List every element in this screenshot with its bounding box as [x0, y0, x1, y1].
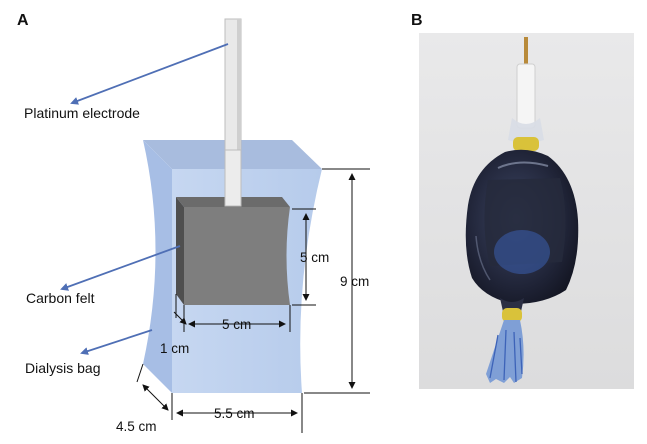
pouch-blue-tint [494, 230, 550, 274]
bottom-tie [502, 308, 522, 322]
panel-b-label: B [411, 12, 423, 29]
felt-height-label: 5 cm [300, 250, 329, 265]
bag-depth-dimension [136, 363, 169, 411]
pouch-highlight [497, 161, 549, 169]
felt-left-face [176, 197, 184, 305]
bag-height-label: 9 cm [340, 274, 369, 289]
pouch-highlight-2 [475, 235, 491, 281]
carbon-felt [176, 197, 290, 305]
electrode-lower-segment [224, 149, 242, 207]
panel-a-label: A [17, 12, 29, 29]
felt-callout-line [60, 245, 181, 291]
electrode-tube [516, 63, 536, 129]
felt-depth-dimension [173, 294, 187, 325]
bag-neck-wrap [508, 118, 544, 143]
bag-callout-line [80, 329, 153, 355]
top-tie [513, 137, 539, 151]
electrode-callout-line [70, 43, 229, 105]
bag-width-dimension [171, 393, 303, 433]
felt-depth-label: 1 cm [160, 341, 189, 356]
bag-depth-label: 4.5 cm [116, 419, 157, 434]
photograph [419, 33, 634, 389]
bag-height-dimension [304, 168, 370, 394]
felt-height-dimension [292, 208, 316, 306]
felt-width-label: 5 cm [222, 317, 251, 332]
bag-width-label: 5.5 cm [214, 406, 255, 421]
felt-label: Carbon felt [26, 290, 95, 306]
bag-label: Dialysis bag [25, 360, 100, 376]
electrode-pin [524, 37, 528, 67]
felt-front-face [184, 207, 290, 305]
electrode-label: Platinum electrode [24, 105, 140, 121]
bag-tail-strands [489, 329, 523, 383]
